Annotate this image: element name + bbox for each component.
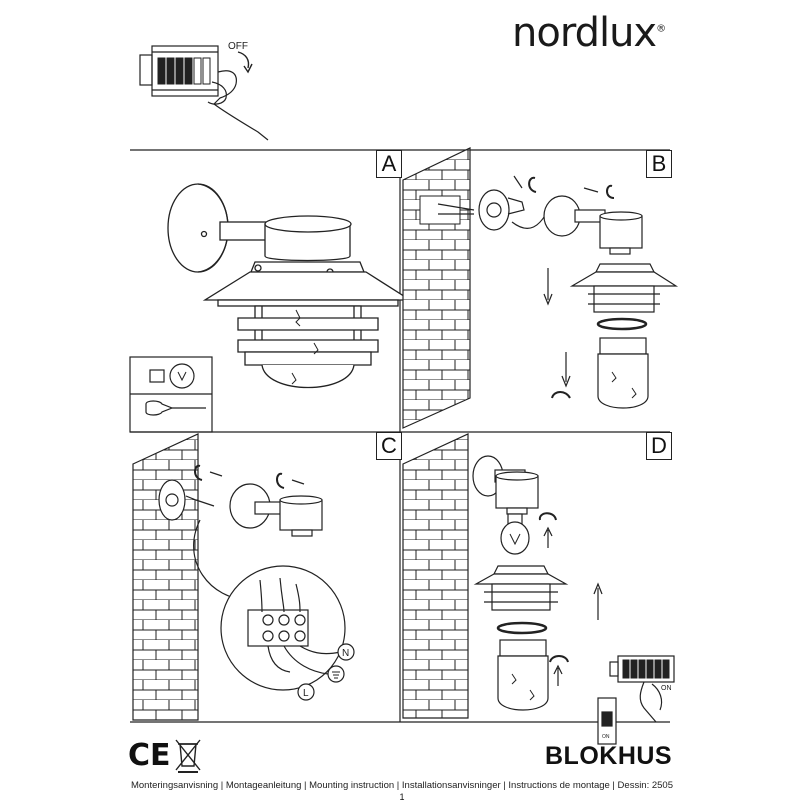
switch-on-label: ON xyxy=(602,734,610,740)
panel-c-wiring xyxy=(158,464,355,701)
assembled-lamp xyxy=(167,183,413,389)
step-a-label: A xyxy=(376,150,402,178)
fuse-box-off-illustration xyxy=(139,45,269,141)
step-c-label: C xyxy=(376,432,402,460)
live-terminal-label: L xyxy=(303,688,309,699)
bulb-icon xyxy=(149,363,195,389)
panel-b-exploded-lamp xyxy=(437,175,679,409)
panel-b-wall xyxy=(402,147,471,429)
neutral-terminal-label: N xyxy=(342,648,349,659)
panel-d-assembly xyxy=(472,455,675,745)
page-number: 1 xyxy=(399,792,405,802)
trademark-symbol: ® xyxy=(656,23,667,35)
product-name: BLOKHUS xyxy=(545,742,673,770)
screwdriver-icon xyxy=(145,400,206,416)
off-label: OFF xyxy=(228,41,248,52)
step-d-label: D xyxy=(646,432,672,460)
weee-bin-icon xyxy=(175,739,201,773)
brand-name: nordlux xyxy=(512,10,657,56)
step-b-label: B xyxy=(646,150,672,178)
panel-c-wall xyxy=(132,433,199,721)
brand-logo: nordlux® xyxy=(512,10,666,56)
panel-d-wall xyxy=(402,433,469,719)
on-label: ON xyxy=(661,685,672,692)
ce-mark: CE xyxy=(128,738,171,773)
footer-text: Monteringsanvisning | Montageanleitung |… xyxy=(130,780,673,791)
